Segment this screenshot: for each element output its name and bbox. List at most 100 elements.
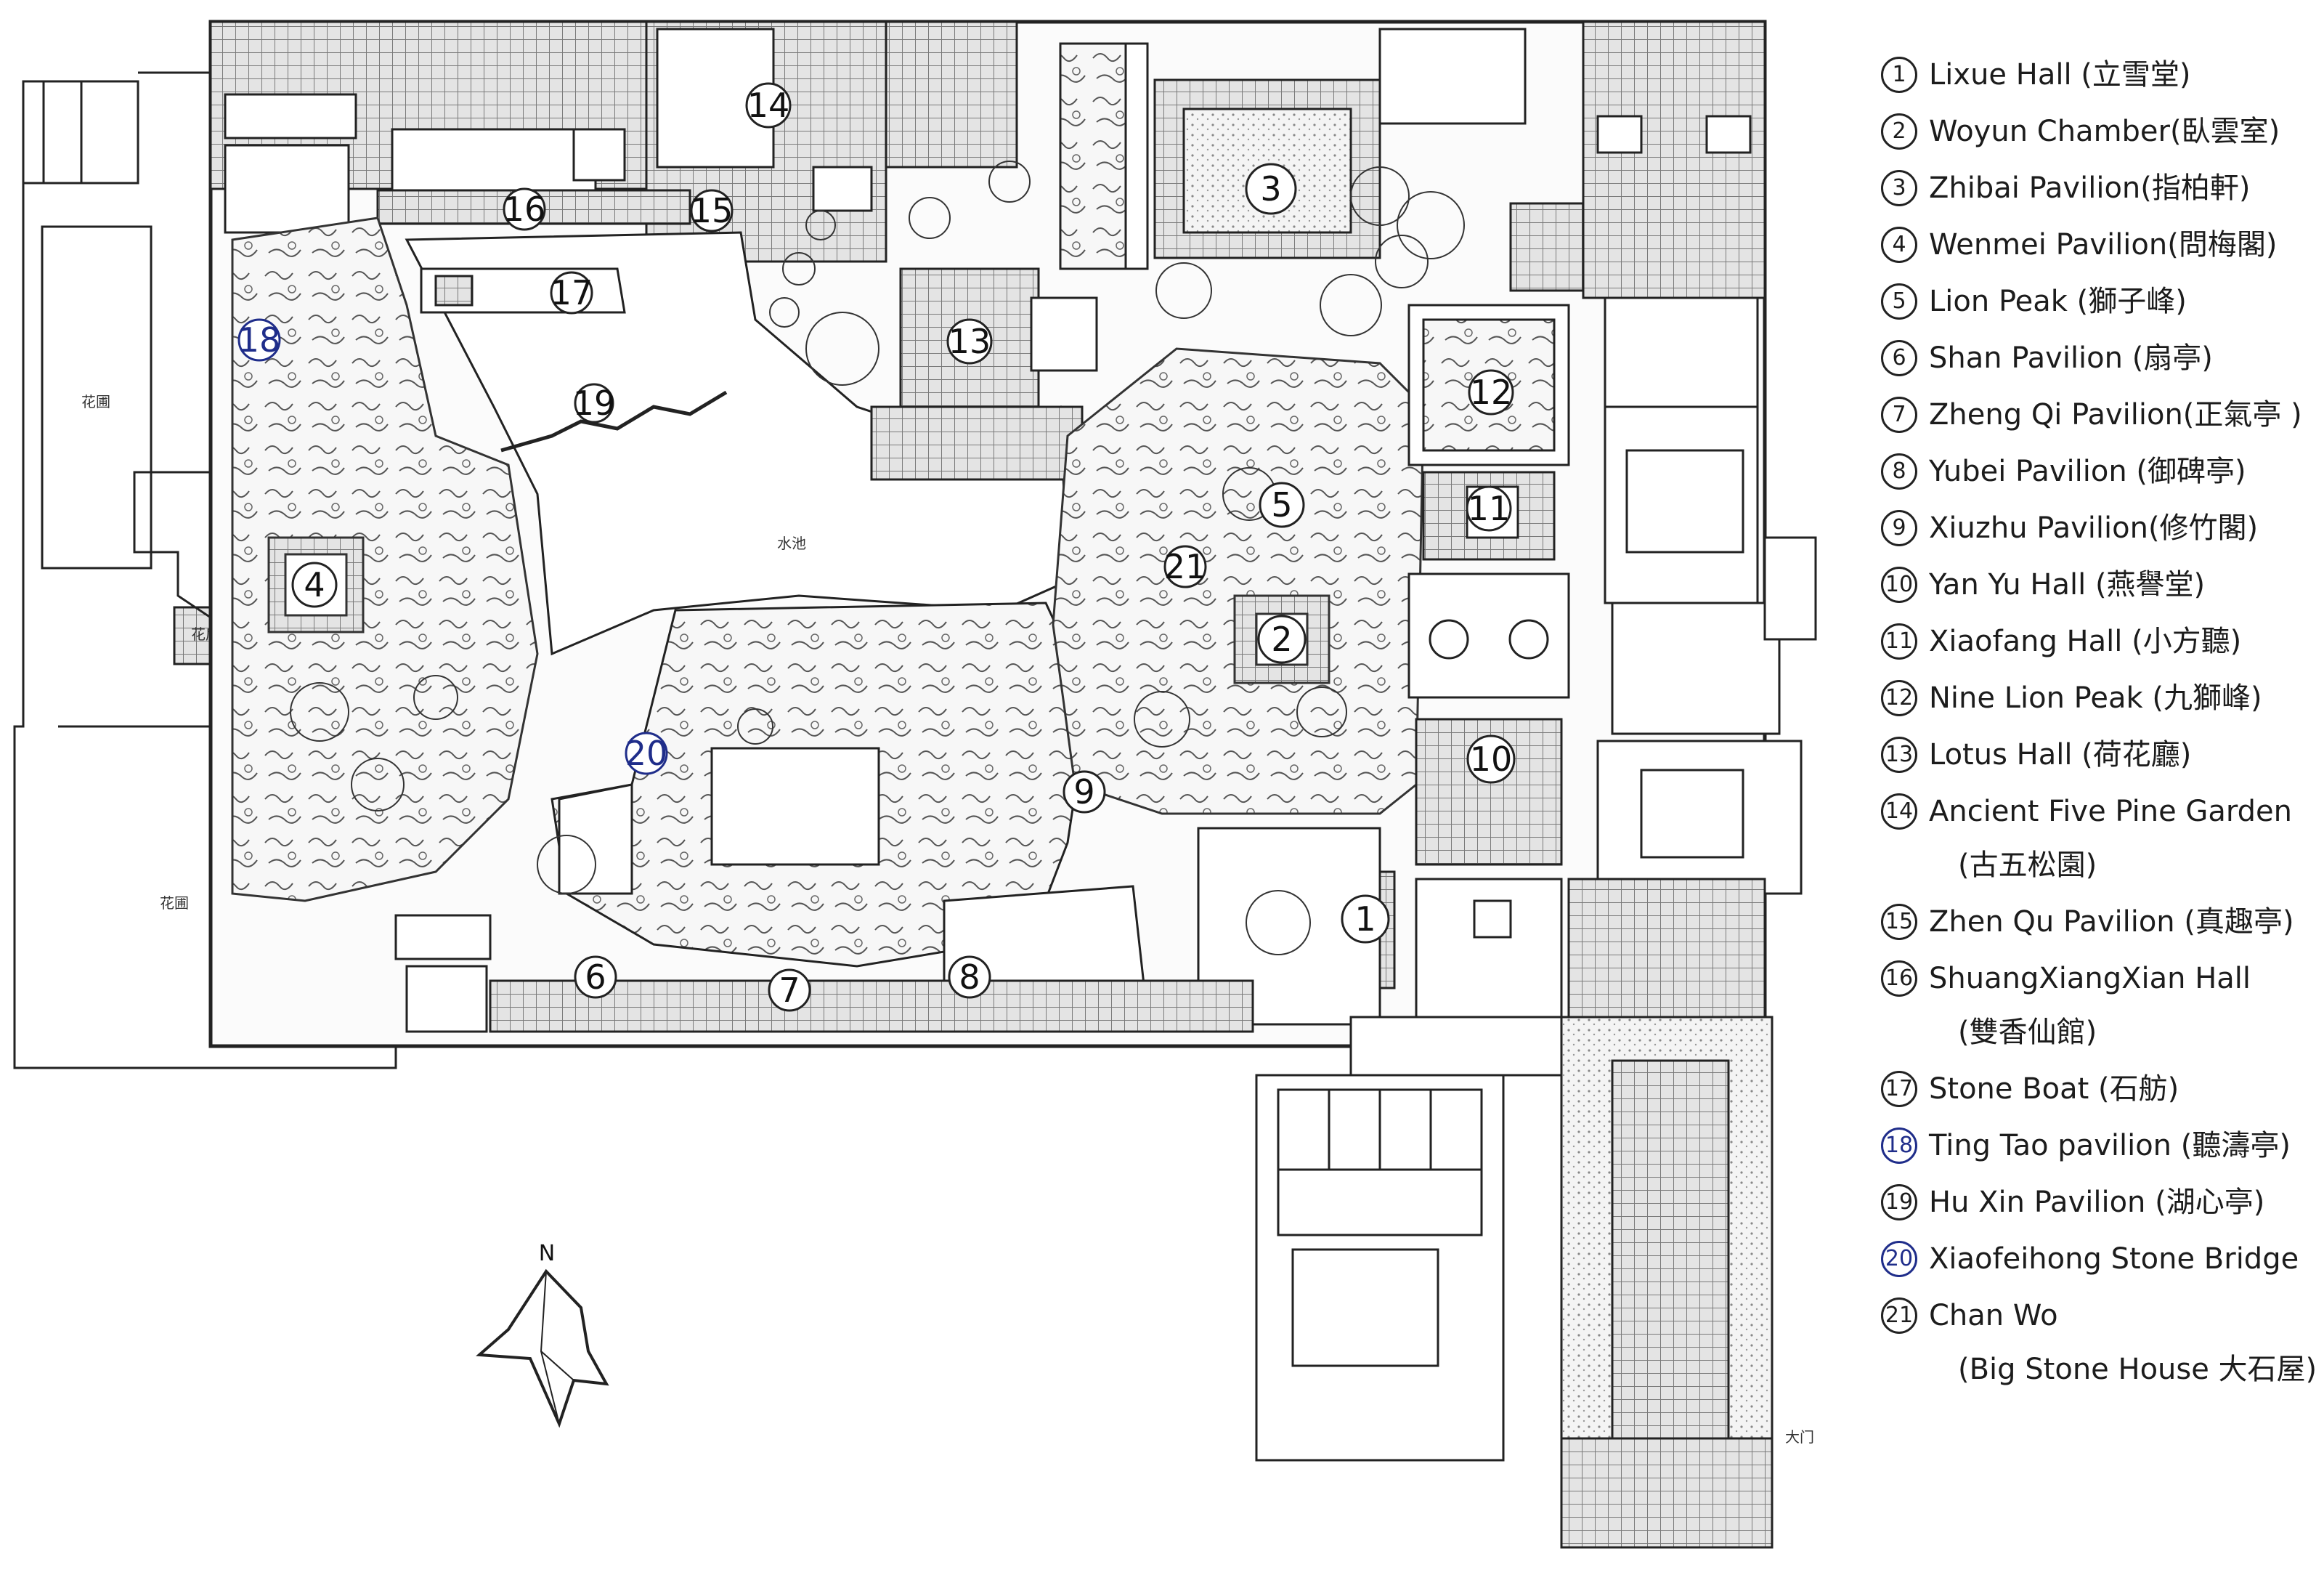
marker-20-label: 20 [625,734,668,773]
flower-bed-label-2: 花圃 [160,894,189,912]
legend-number-badge: 10 [1881,567,1917,603]
marker-15[interactable]: 15 [690,189,734,232]
legend-text: Hu Xin Pavilion (湖心亭) [1929,1184,2264,1220]
legend-label: Wenmei Pavilion(問梅閣) [1929,228,2278,262]
legend-label: Stone Boat (石舫) [1929,1072,2179,1106]
marker-20[interactable]: 20 [625,732,668,775]
marker-6[interactable]: 6 [574,955,617,999]
marker-9[interactable]: 9 [1063,770,1106,814]
legend-label: Zhibai Pavilion(指柏軒) [1929,171,2251,205]
legend-text: Yan Yu Hall (燕譽堂) [1929,567,2205,603]
marker-8[interactable]: 8 [948,955,991,999]
legend-number-badge: 6 [1881,340,1917,376]
marker-16[interactable]: 16 [503,187,546,231]
legend-label: ShuangXiangXian Hall [1929,962,2251,995]
marker-1-label: 1 [1354,899,1376,939]
legend-text: Xiaofeihong Stone Bridge [1929,1241,2299,1277]
legend-text: Lixue Hall (立雪堂) [1929,57,2191,93]
legend-label: Zheng Qi Pavilion(正氣亭 ) [1929,398,2302,432]
legend-number-badge: 17 [1881,1071,1917,1107]
legend-sublabel: (雙香仙館) [1958,1016,2097,1049]
legend-label: Ancient Five Pine Garden [1929,795,2293,828]
legend-text: Ting Tao pavilion (聽濤亭) [1929,1127,2291,1164]
legend-text: Wenmei Pavilion(問梅閣) [1929,227,2277,263]
legend-label: Zhen Qu Pavilion (真趣亭) [1929,905,2294,939]
legend-number-badge: 16 [1881,960,1917,997]
legend-item: 8 Yubei Pavilion (御碑亭) [1881,453,2317,490]
legend-label: Lixue Hall (立雪堂) [1929,58,2191,92]
legend-text: Xiuzhu Pavilion(修竹閣) [1929,510,2258,546]
legend-number-badge: 3 [1881,170,1917,206]
legend-text: Lion Peak (獅子峰) [1929,283,2187,320]
legend-number-badge: 4 [1881,227,1917,263]
legend-text: Xiaofang Hall (小方聽) [1929,623,2241,660]
legend-number-badge: 1 [1881,57,1917,93]
stone-boat [420,267,626,314]
legend-number-badge: 11 [1881,623,1917,660]
marker-19[interactable]: 19 [573,383,616,424]
legend-label: Yubei Pavilion (御碑亭) [1929,455,2246,488]
legend-number-badge: 5 [1881,283,1917,320]
legend-item: 7 Zheng Qi Pavilion(正氣亭 ) [1881,397,2317,433]
marker-12[interactable]: 12 [1468,369,1514,416]
marker-11[interactable]: 11 [1466,485,1512,532]
marker-3[interactable]: 3 [1245,163,1297,215]
legend-text: Yubei Pavilion (御碑亭) [1929,453,2246,490]
legend-label: Xiuzhu Pavilion(修竹閣) [1929,511,2259,545]
legend-item: 16 ShuangXiangXian Hall (雙香仙館) [1881,960,2317,1050]
legend-item: 3 Zhibai Pavilion(指柏軒) [1881,170,2317,206]
legend-label: Nine Lion Peak (九獅峰) [1929,681,2262,715]
legend-number-badge: 12 [1881,680,1917,716]
legend-label: Lotus Hall (荷花廳) [1929,738,2192,772]
legend-label: Woyun Chamber(臥雲室) [1929,115,2280,148]
marker-13[interactable]: 13 [946,318,993,365]
legend-item: 13 Lotus Hall (荷花廳) [1881,737,2317,773]
legend-number-badge: 13 [1881,737,1917,773]
south-pavilion-strip [394,914,1254,1033]
marker-1[interactable]: 1 [1341,894,1390,944]
marker-19-label: 19 [573,384,616,423]
legend-item: 10 Yan Yu Hall (燕譽堂) [1881,567,2317,603]
marker-18[interactable]: 18 [237,318,281,362]
marker-17[interactable]: 17 [550,271,593,315]
marker-21[interactable]: 21 [1163,545,1207,588]
legend-number-badge: 7 [1881,397,1917,433]
marker-8-label: 8 [959,957,980,997]
marker-7[interactable]: 7 [768,968,811,1012]
legend-number-badge: 19 [1881,1184,1917,1220]
legend-item: 14 Ancient Five Pine Garden(古五松園) [1881,793,2317,883]
marker-11-label: 11 [1468,489,1511,528]
legend-sublabel: (Big Stone House 大石屋) [1958,1353,2317,1386]
marker-17-label: 17 [550,273,593,312]
north-buildings [209,20,1018,263]
main-gate-label: 大门 [1785,1428,1814,1446]
legend-number-badge: 14 [1881,793,1917,830]
marker-2[interactable]: 2 [1257,615,1307,664]
marker-4[interactable]: 4 [291,562,338,608]
legend-text: Ancient Five Pine Garden(古五松園) [1929,793,2292,883]
marker-10[interactable]: 10 [1466,734,1516,784]
marker-14-label: 14 [747,86,790,125]
marker-5[interactable]: 5 [1259,482,1305,528]
legend-number-badge: 8 [1881,453,1917,490]
marker-4-label: 4 [304,565,325,604]
legend-text: Chan Wo(Big Stone House 大石屋) [1929,1297,2317,1388]
legend-text: Zheng Qi Pavilion(正氣亭 ) [1929,397,2302,433]
legend-label: Xiaofeihong Stone Bridge [1929,1242,2299,1276]
marker-6-label: 6 [585,957,606,997]
legend-text: Stone Boat (石舫) [1929,1071,2179,1107]
marker-12-label: 12 [1470,373,1513,412]
lotus-hall-building [870,267,1098,481]
marker-14[interactable]: 14 [745,82,792,129]
legend-text: Zhibai Pavilion(指柏軒) [1929,170,2250,206]
marker-15-label: 15 [691,191,734,230]
lion-grove-rockery [1052,347,1425,815]
